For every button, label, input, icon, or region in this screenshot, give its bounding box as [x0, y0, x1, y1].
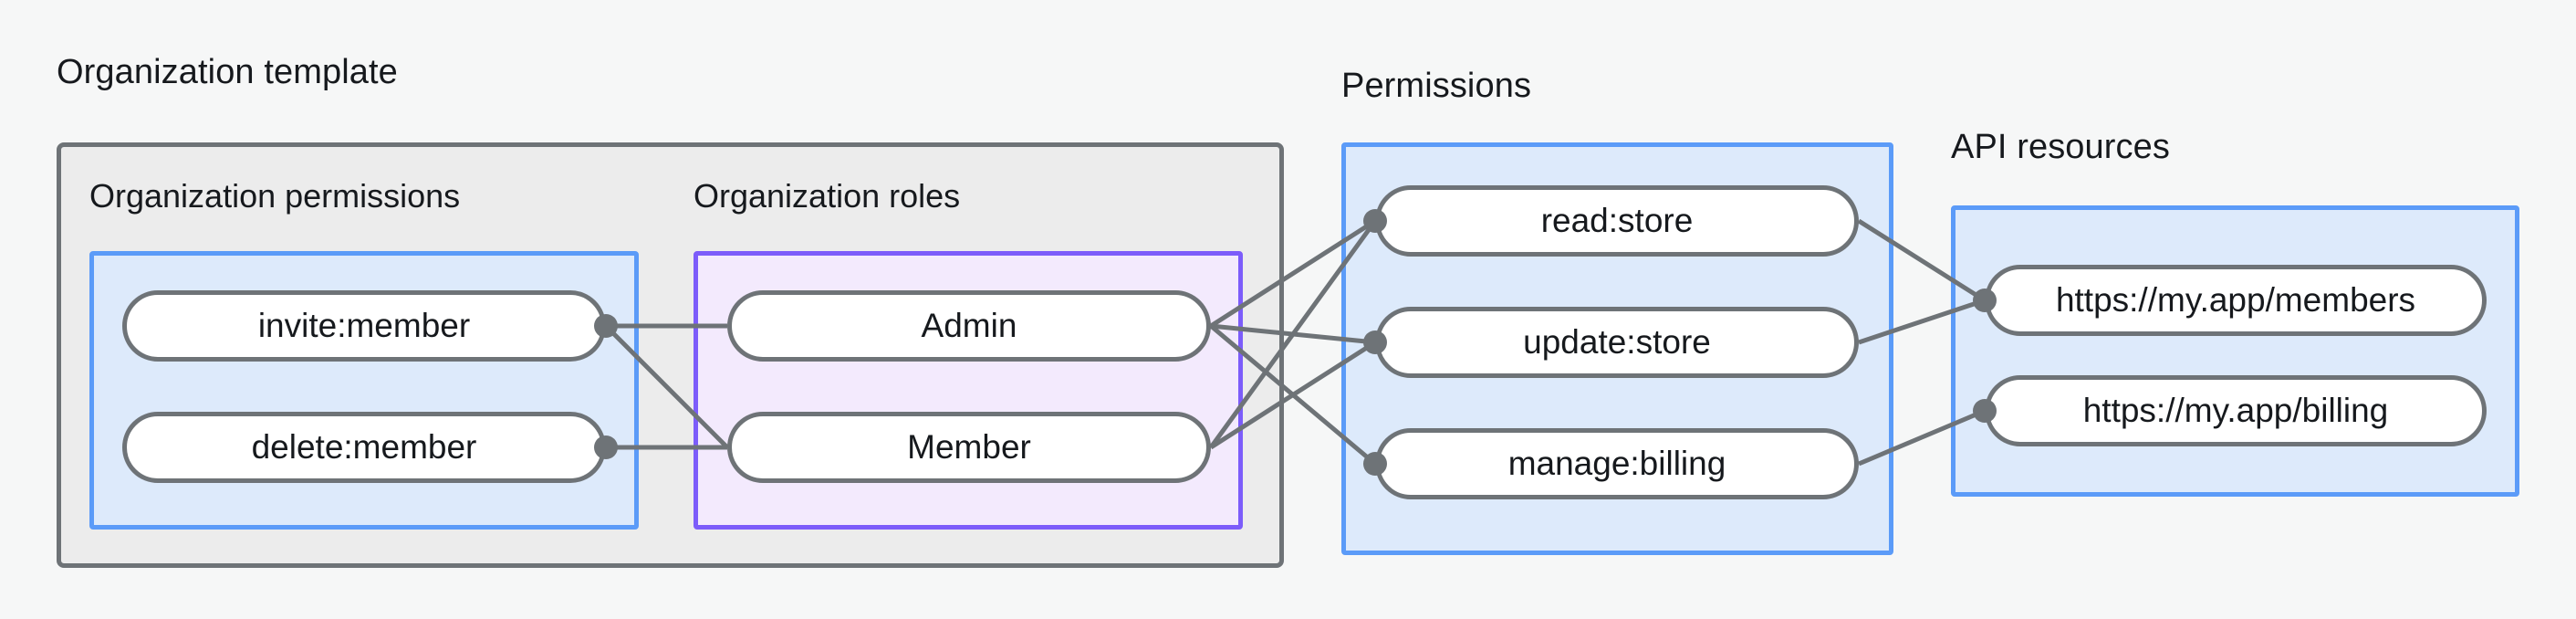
node-member[interactable]: Member — [727, 412, 1211, 483]
node-delete-member[interactable]: delete:member — [122, 412, 606, 483]
node-manage-billing[interactable]: manage:billing — [1375, 428, 1859, 499]
api-resources-group — [1951, 205, 2519, 497]
node-members-url[interactable]: https://my.app/members — [1985, 265, 2487, 336]
organization-template-title: Organization template — [57, 53, 398, 91]
api-resources-title: API resources — [1951, 128, 2170, 166]
node-admin[interactable]: Admin — [727, 290, 1211, 362]
node-update-store[interactable]: update:store — [1375, 307, 1859, 378]
node-billing-url[interactable]: https://my.app/billing — [1985, 375, 2487, 446]
node-read-store[interactable]: read:store — [1375, 185, 1859, 257]
organization-permissions-title: Organization permissions — [89, 177, 461, 215]
organization-roles-title: Organization roles — [694, 177, 961, 215]
permissions-title: Permissions — [1341, 67, 1532, 105]
node-invite-member[interactable]: invite:member — [122, 290, 606, 362]
